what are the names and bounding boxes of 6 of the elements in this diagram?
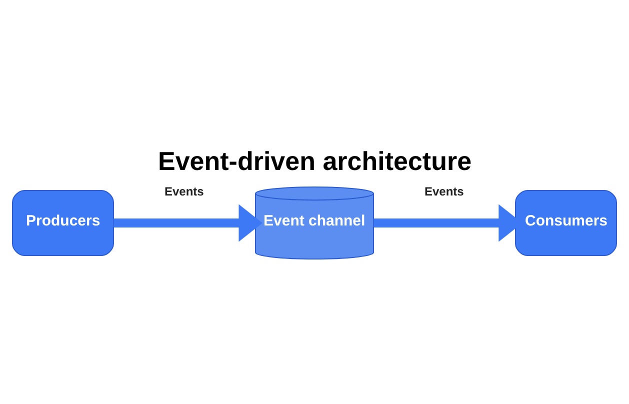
edge-label: Events [424, 184, 464, 198]
node-box: Consumers [515, 190, 617, 256]
node-box: Producers [12, 190, 114, 256]
diagram-title: Event-driven architecture [158, 145, 472, 176]
edge-label: Events [164, 184, 204, 198]
arrow [114, 204, 263, 242]
